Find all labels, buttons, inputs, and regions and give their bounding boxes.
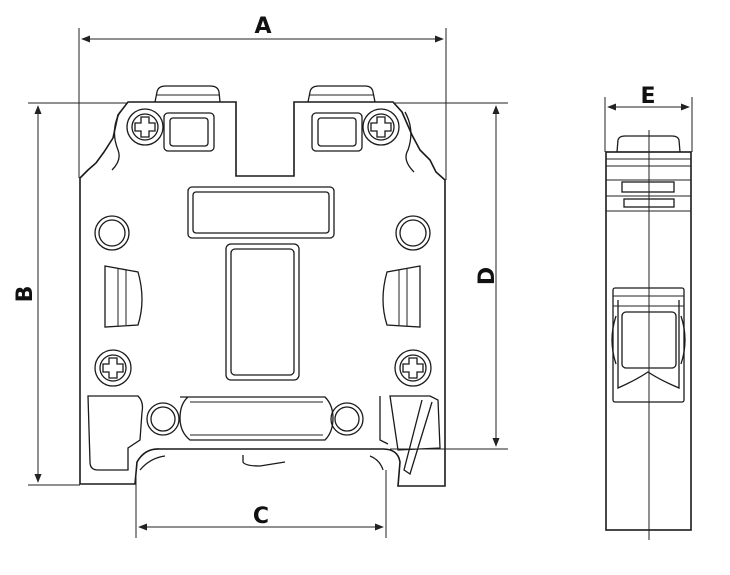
front-body-outline xyxy=(79,101,446,487)
label-window xyxy=(187,186,335,239)
lower-bar xyxy=(179,396,334,441)
dimension-label-a: A xyxy=(254,14,271,39)
dimension-lines xyxy=(28,28,693,538)
dimension-label-e: E xyxy=(640,84,655,109)
dimension-label-d: D xyxy=(475,267,500,285)
front-view xyxy=(79,85,446,487)
left-wedge xyxy=(104,265,143,328)
right-latch xyxy=(389,395,441,451)
mounting-holes xyxy=(94,215,431,436)
left-top-opening xyxy=(163,112,215,152)
right-wedge xyxy=(382,265,421,328)
screw-icon xyxy=(394,349,432,387)
left-top-tab xyxy=(154,85,221,103)
right-top-tab xyxy=(307,85,376,103)
screw-icon xyxy=(94,349,132,387)
dimension-label-c: C xyxy=(253,504,269,529)
dimension-label-b: B xyxy=(13,286,38,303)
screw-icon xyxy=(126,108,164,146)
side-view xyxy=(605,130,692,540)
screw-icon xyxy=(362,108,400,146)
right-top-opening xyxy=(311,112,363,152)
center-slot xyxy=(225,243,300,381)
left-foot xyxy=(87,395,144,471)
